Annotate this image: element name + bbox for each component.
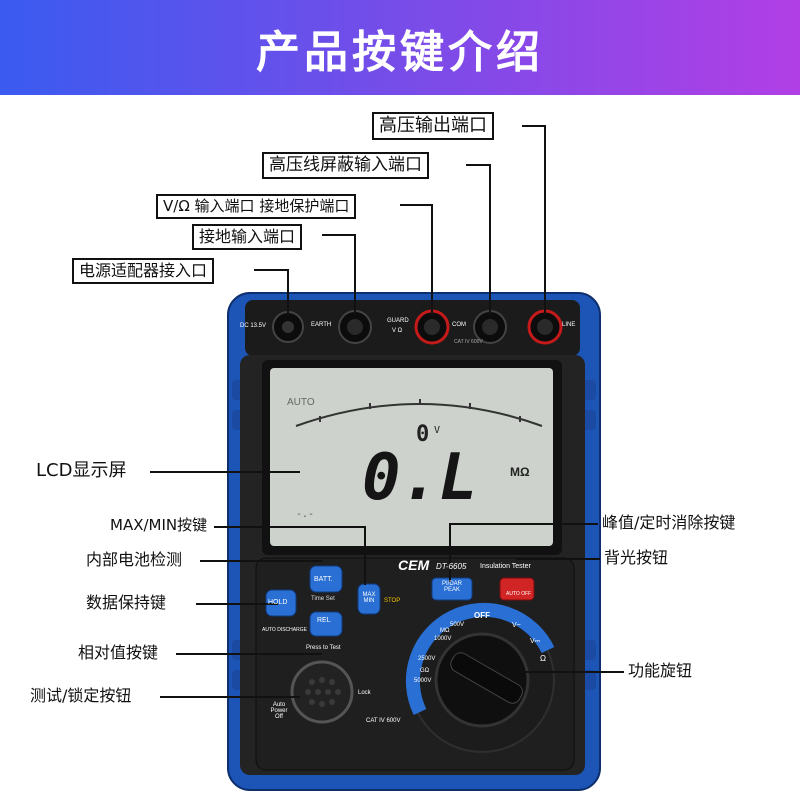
lcd-voltage-unit: V [434,425,441,436]
callout-hold: 数据保持键 [86,593,167,612]
dial-label-ohm: Ω [540,654,546,663]
grip-rib [582,410,596,430]
terminal-guard-hole [424,319,440,335]
terminal-com-hole [482,319,498,335]
dial-label-500v: 500V [450,622,465,628]
rel-button-body [309,611,343,637]
terminal-dc [272,311,304,343]
model-description: Insulation Tester [480,563,531,570]
model-number: DT-6605 [436,562,467,571]
callout-backlight: 背光按钮 [604,548,669,567]
lcd-dash-indicator: -.- [296,509,315,520]
lcd-unit: MΩ [510,465,530,479]
auto-power-off-label: Auto Power Off [270,702,288,720]
terminal-label-com: COM [452,322,466,328]
leader-power [254,269,289,315]
callout-v-ohm: V/Ω 输入端口 接地保护端口 [156,194,357,219]
terminal-label-earth: EARTH [311,322,332,328]
leader-earth [322,234,356,315]
terminal-label-dc: DC 13.5V [240,323,267,329]
callout-earth-input: 接地输入端口 [192,224,303,250]
dial-label-2500v: 2500V [418,656,436,662]
grip-rib [582,670,596,690]
terminal-panel [245,300,580,356]
auto-discharge-label: AUTO DISCHARGE [262,627,307,633]
callout-maxmin: MAX/MIN按键 [110,516,208,534]
terminal-line-hole [537,319,553,335]
lcd-voltage-value: 0 [416,422,430,447]
leader-maxmin [214,526,366,585]
callout-battery: 内部电池检测 [86,550,183,569]
dial-label-1000v: 1000V [434,636,452,642]
terminal-line [527,309,563,345]
dial-label-off: OFF [474,611,490,620]
leader-hv-guard [466,164,491,315]
backlight-button[interactable]: AUTO OFF [506,591,532,597]
test-lock-knob[interactable] [300,675,344,709]
callout-test-lock: 测试/锁定按钮 [30,686,132,705]
dial-label-gohm: GΩ [420,668,430,674]
grip-rib [232,640,246,660]
callout-lcd: LCD显示屏 [36,460,127,481]
callout-peak: 峰值/定时消除按键 [602,513,736,532]
grip-rib [582,380,596,400]
press-to-test-label: Press to Test [306,645,341,651]
grip-rib [232,380,246,400]
grip-rib [582,640,596,660]
dial-label-mohm: MΩ [440,628,450,634]
dial-label-v-ac: V~ [512,622,521,629]
lcd-bargraph-ticks [319,399,521,422]
dial-label-v-dc: V⎓ [530,638,541,645]
lcd-auto-indicator: AUTO [287,397,315,408]
callout-power-adapter: 电源适配器接入口 [72,258,215,284]
terminal-label-guard: GUARD [387,318,409,324]
terminal-label-vohm: V Ω [392,328,403,334]
rotary-function-switch[interactable] [440,636,526,722]
leader-peak [449,523,598,582]
brand-logo: CEM [398,557,430,573]
terminal-earth [338,310,372,344]
callout-rel: 相对值按键 [78,643,159,662]
callout-rotary: 功能旋钮 [628,661,693,680]
leader-hv-output [522,125,546,315]
lock-label: Lock [358,690,371,696]
time-set-label: Time Set [311,596,335,602]
callout-hv-output: 高压输出端口 [372,112,494,140]
terminal-label-line: LINE [562,322,576,328]
terminal-earth-hole [347,319,363,335]
peak-button[interactable]: PI/DAR PEAK [441,581,462,593]
batt-button[interactable]: BATT. [314,576,333,583]
leader-v-ohm [400,204,433,315]
cat-bottom-label: CAT IV 600V [366,718,401,724]
grip-rib [232,410,246,430]
lcd-main-value: 0.L [362,441,478,515]
terminal-dc-hole [282,321,294,333]
terminal-guard [414,309,450,345]
page-title: 产品按键介绍 [256,26,544,78]
header-banner: 产品按键介绍 [0,0,800,95]
maxmin-button[interactable]: MAX MIN [362,592,376,604]
grip-rib [232,670,246,690]
stop-label: STOP [384,598,401,604]
hold-button[interactable]: HOLD [268,599,288,606]
callout-hv-guard: 高压线屏蔽输入端口 [262,152,429,179]
control-panel [255,557,575,771]
dial-label-5000v: 5000V [414,678,432,684]
terminal-label-cat: CAT IV 600V [454,339,483,345]
rel-button[interactable]: REL [317,617,331,624]
